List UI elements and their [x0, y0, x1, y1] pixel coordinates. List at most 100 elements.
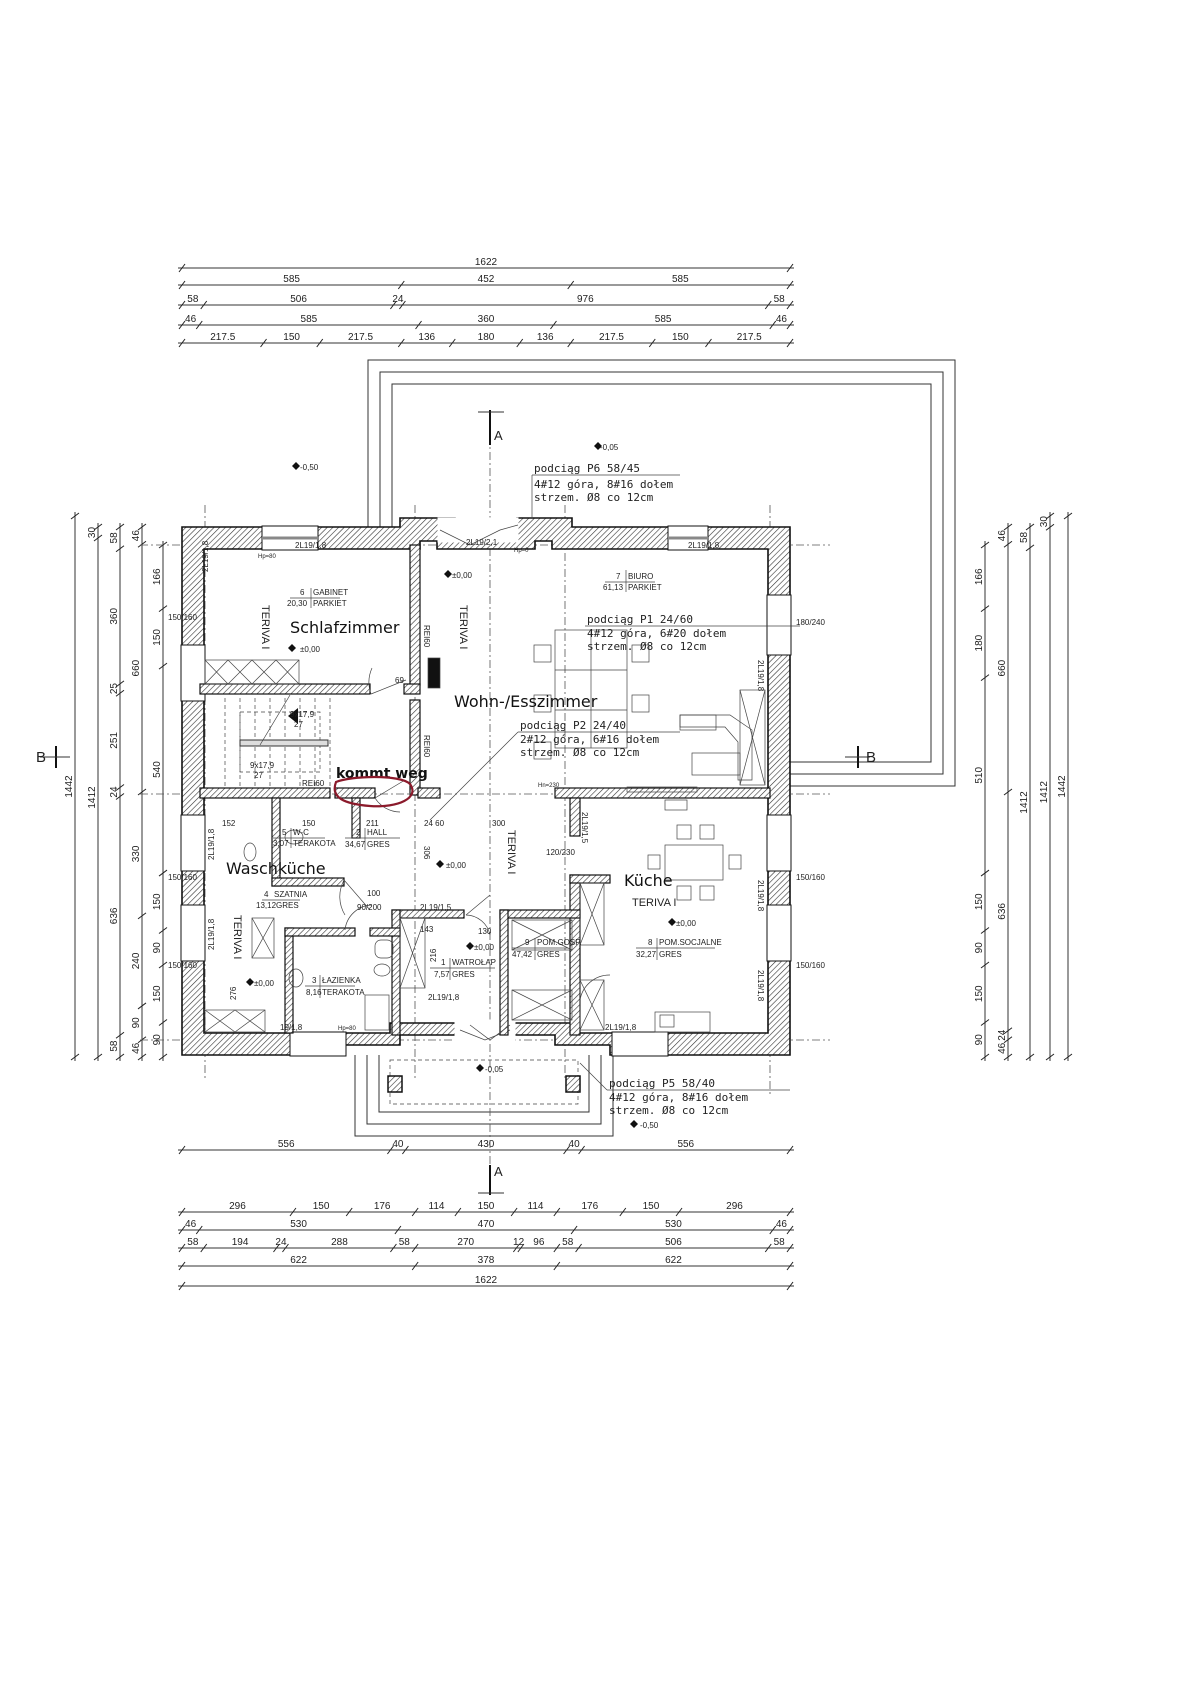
- dimension-tick: [178, 1145, 186, 1155]
- dimension-value: 180: [974, 634, 985, 651]
- dimension-value: 288: [331, 1237, 348, 1248]
- dimension-value: 24: [392, 294, 404, 305]
- terrace-door: [766, 594, 792, 656]
- dimension-value: 217.5: [599, 332, 624, 343]
- dimension-value: 58: [774, 294, 786, 305]
- dimension-value: 46: [997, 1042, 1008, 1054]
- dimension-tick: [980, 1053, 990, 1061]
- dimension-value: 470: [478, 1219, 495, 1230]
- dimension-value: 1442: [1057, 775, 1068, 798]
- dimension-value: 217.5: [348, 332, 373, 343]
- room-area: 61,13: [603, 583, 624, 592]
- dimension-tick: [516, 338, 524, 348]
- dimension-tick: [115, 680, 125, 688]
- label-schlafzimmer: Schlafzimmer: [290, 618, 400, 637]
- dimension-tick: [980, 674, 990, 681]
- dimension-tick: [387, 1145, 394, 1155]
- interior-walls: [199, 544, 771, 1036]
- room-number: 1: [441, 958, 446, 967]
- dimension-tick: [137, 523, 147, 531]
- markup-circle: [333, 775, 414, 808]
- level-markers: -0,05 -0,50 ±0,00 ±0,00 ±0,00 ±0,00 ±0,0…: [246, 442, 697, 1130]
- handwritten-room-names: Schlafzimmer Wohn-/Esszimmer Küche Wasch…: [226, 618, 673, 890]
- dimension-tick: [1025, 544, 1035, 552]
- dimension-tick: [1045, 1053, 1055, 1061]
- dimension-value: 90: [152, 1034, 163, 1046]
- room-number: 3: [312, 976, 317, 985]
- dimension-value: 150: [672, 332, 689, 343]
- beam-notes: podciąg P6 58/45 4#12 góra, 8#16 dołem s…: [429, 462, 800, 1117]
- dimension-value: 585: [301, 314, 318, 325]
- room-number: 8: [648, 938, 653, 947]
- dimension-tick: [575, 1243, 582, 1253]
- dimension-tick: [980, 605, 990, 613]
- dimension-tick: [93, 1053, 103, 1061]
- dimension-value: 46: [776, 1219, 788, 1230]
- dimension-value: 360: [109, 608, 120, 625]
- dimension-tick: [137, 1053, 147, 1061]
- dimension-value: 976: [577, 294, 594, 305]
- dimension-value: 430: [478, 1139, 495, 1150]
- dimension-value: 46: [185, 314, 197, 325]
- dimension-value: 58: [187, 1237, 199, 1248]
- dimension-value: 96: [533, 1237, 545, 1248]
- teriva-wasch: TERIVA I: [231, 915, 243, 959]
- room-area: 34,67: [345, 840, 366, 849]
- dimension-tick: [178, 300, 186, 310]
- column: [565, 1075, 581, 1093]
- dimension-tick: [567, 338, 575, 348]
- dimension-tick: [517, 1243, 525, 1253]
- room-name: ŁAZIENKA: [322, 976, 361, 985]
- dimension-value: 530: [290, 1219, 307, 1230]
- dimension-value: 217.5: [210, 332, 235, 343]
- room-name: GABINET: [313, 588, 348, 597]
- window-label: 2L19/2,1: [466, 538, 498, 547]
- room-area: 20,30: [287, 599, 308, 608]
- room-number: 5: [282, 828, 287, 837]
- dimension-tick: [415, 320, 422, 330]
- stair-label: 27: [254, 771, 263, 780]
- dimension-value: 506: [290, 294, 307, 305]
- window-label: 2L19/1,8: [428, 993, 460, 1002]
- dimension-value: 58: [774, 1237, 786, 1248]
- dimension-value: 46: [131, 1042, 142, 1054]
- dim-label: 24 60: [424, 819, 445, 828]
- room-area: 13,12: [256, 901, 277, 910]
- dimension-tick: [397, 338, 405, 348]
- dim-label: 150/160: [168, 613, 197, 622]
- dimension-value: 150: [974, 893, 985, 910]
- dimension-value: 58: [109, 532, 120, 544]
- dimension-value: 622: [290, 1255, 307, 1266]
- dimension-tick: [764, 300, 772, 310]
- dimension-tick: [93, 534, 103, 542]
- dimension-tick: [786, 338, 794, 348]
- dimension-tick: [1003, 523, 1013, 531]
- dimension-tick: [178, 338, 186, 348]
- dimension-tick: [115, 793, 125, 800]
- level-wasch: ±0,00: [254, 979, 275, 988]
- dimension-tick: [1045, 523, 1055, 531]
- dimension-tick: [786, 1207, 794, 1217]
- dimension-value: 180: [478, 332, 495, 343]
- room-floor: GRES: [452, 970, 475, 979]
- room-name: W-C: [293, 828, 309, 837]
- dimension-tick: [550, 320, 557, 330]
- dimension-value: 90: [974, 1034, 985, 1046]
- dimension-value: 636: [997, 903, 1008, 920]
- dimension-value: 46: [997, 530, 1008, 542]
- dimension-value: 452: [478, 274, 495, 285]
- dimension-value: 166: [974, 568, 985, 585]
- beam-p2-line2: strzem. Ø8 co 12cm: [520, 746, 640, 759]
- section-a-bottom: A: [494, 1164, 503, 1179]
- dimension-value: 166: [152, 568, 163, 585]
- dimension-tick: [1045, 512, 1055, 520]
- dimension-tick: [260, 338, 267, 348]
